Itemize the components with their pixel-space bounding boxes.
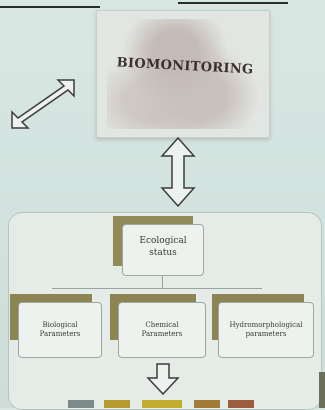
swatch-4 — [194, 400, 220, 408]
ecological-status-box: Ecological status — [122, 224, 204, 276]
hydromorphological-params-line2: parameters — [245, 330, 287, 338]
swatch-1 — [68, 400, 94, 408]
top-rule-left — [0, 6, 100, 8]
connector-vertical — [162, 276, 163, 288]
biomonitoring-card: BIOMONITORING — [96, 10, 270, 138]
top-rule-right — [178, 2, 288, 4]
chemical-params-box: Chemical Parameters — [118, 302, 206, 358]
vertical-double-arrow-icon — [160, 136, 196, 208]
down-arrow-icon — [146, 363, 180, 396]
hydromorphological-params-box: Hydromorphological parameters — [218, 302, 314, 358]
chemical-params-line2: Parameters — [141, 330, 183, 338]
ecological-status-line1: Ecological — [139, 236, 187, 246]
biological-params-line1: Biological — [42, 321, 78, 329]
edge-shadow — [319, 372, 325, 408]
swatch-5 — [228, 400, 254, 408]
ecological-status-line2: status — [149, 248, 177, 258]
chemical-params-line1: Chemical — [145, 321, 179, 329]
swatch-3 — [142, 400, 182, 408]
swatch-2 — [104, 400, 130, 408]
connector-horizontal — [52, 288, 262, 289]
biological-params-box: Biological Parameters — [18, 302, 102, 358]
biological-params-line2: Parameters — [39, 330, 81, 338]
diagonal-double-arrow-icon — [11, 79, 75, 129]
hydromorphological-params-line1: Hydromorphological — [229, 321, 303, 329]
word-cloud-image — [107, 19, 259, 129]
